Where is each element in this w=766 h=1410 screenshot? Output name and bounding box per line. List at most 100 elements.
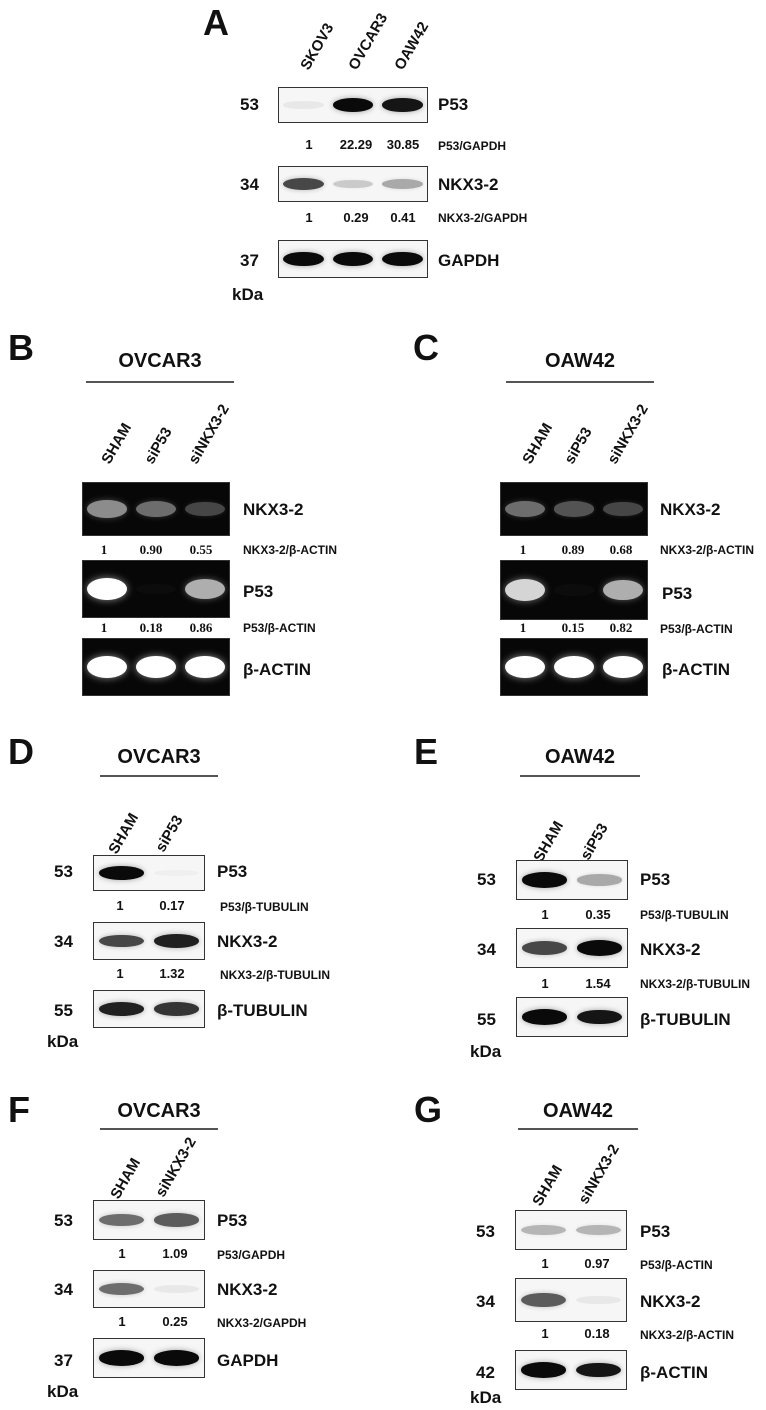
band-lane-2 (153, 934, 200, 948)
quant-value: 0.68 (609, 542, 633, 557)
band-lane-3 (184, 579, 225, 599)
kda-53: 53 (54, 1211, 73, 1230)
band-lane-1 (520, 1292, 567, 1308)
protein-label-beta-actin: β-ACTIN (662, 660, 730, 679)
ratio-label: P53/β-TUBULIN (220, 900, 309, 914)
quant-value: 0.35 (585, 907, 611, 922)
ratio-label: NKX3-2/β-TUBULIN (640, 977, 750, 991)
quant-value: 1 (541, 907, 549, 922)
panel-title-ovcar3: OVCAR3 (118, 350, 202, 372)
band-lane-3 (382, 251, 423, 267)
blot-a-nkx3-2 (278, 166, 428, 202)
title-underline (100, 1128, 218, 1130)
blot-f-nkx3-2 (93, 1270, 205, 1308)
band-lane-2 (576, 874, 623, 886)
band-lane-2 (554, 501, 594, 517)
band-lane-1 (520, 1224, 567, 1236)
band-lane-3 (602, 501, 643, 517)
protein-label-nkx3-2: NKX3-2 (217, 1280, 278, 1299)
kda-37: 37 (240, 251, 259, 270)
quant-value: 0.29 (343, 210, 369, 225)
band-lane-2 (576, 1009, 623, 1025)
panel-letter-f: F (8, 1089, 30, 1130)
kda-53: 53 (476, 1222, 495, 1241)
panel-title-oaw42: OAW42 (542, 1100, 614, 1122)
quant-value: 1 (305, 210, 313, 225)
quant-value: 1 (519, 542, 527, 557)
kda-unit-label: kDa (47, 1382, 79, 1401)
quant-value: 0.86 (189, 620, 213, 635)
band-lane-1 (521, 872, 568, 888)
quant-value: 0.55 (189, 542, 213, 557)
protein-label-p53: P53 (662, 584, 693, 603)
band-lane-1 (521, 1009, 568, 1025)
band-lane-1 (98, 866, 145, 880)
kda-34: 34 (476, 1292, 495, 1311)
lane-label-sham: SHAM (530, 818, 568, 865)
lane-label-skov3: SKOV3 (297, 20, 338, 73)
quant-value: 1 (100, 620, 108, 635)
quant-value: 1.32 (159, 966, 185, 981)
band-lane-1 (505, 500, 546, 518)
kda-34: 34 (240, 175, 259, 194)
protein-label-nkx3-2: NKX3-2 (217, 932, 278, 951)
ratio-label: NKX3-2/GAPDH (217, 1316, 307, 1330)
lane-label-sip53: siP53 (561, 424, 596, 467)
panel-letter-d: D (8, 731, 34, 772)
band-lane-1 (283, 177, 324, 191)
quant-value: 1 (541, 1256, 549, 1271)
kda-unit-label: kDa (47, 1032, 79, 1051)
panel-title-ovcar3: OVCAR3 (117, 746, 201, 768)
kda-unit-label: kDa (470, 1388, 502, 1407)
quant-value: 0.17 (159, 898, 185, 913)
protein-label-gapdh: GAPDH (217, 1351, 279, 1370)
band-lane-1 (505, 655, 546, 679)
band-lane-1 (98, 1282, 145, 1295)
band-lane-3 (382, 98, 423, 112)
title-underline (100, 775, 218, 777)
panel-letter-g: G (414, 1089, 443, 1130)
lane-label-sip53: siP53 (141, 424, 176, 467)
lane-label-sinkx3-2: siNKX3-2 (575, 1141, 623, 1207)
band-lane-2 (332, 179, 374, 189)
ratio-label: NKX3-2/β-ACTIN (243, 543, 337, 557)
kda-unit-label: kDa (470, 1042, 502, 1061)
title-underline (86, 381, 234, 383)
lane-label-sinkx3-2: siNKX3-2 (152, 1134, 200, 1200)
title-underline (506, 381, 654, 383)
blot-d-nkx3-2 (93, 922, 205, 960)
quant-value: 0.15 (561, 620, 585, 635)
protein-label-nkx3-2: NKX3-2 (438, 175, 499, 194)
gel-b-p53 (82, 560, 230, 618)
panel-letter-b: B (8, 327, 34, 368)
kda-55: 55 (54, 1001, 73, 1020)
kda-34: 34 (54, 1280, 73, 1299)
ratio-label: NKX3-2/β-ACTIN (660, 543, 754, 557)
gel-b-beta-actin (82, 638, 230, 696)
quant-value: 22.29 (339, 137, 373, 152)
gel-c-beta-actin (500, 638, 648, 696)
blot-d-beta-tubulin (93, 990, 205, 1028)
band-lane-3 (184, 655, 225, 679)
lane-label-sham: SHAM (519, 420, 557, 467)
band-lane-1 (98, 1002, 145, 1016)
ratio-label: P53/β-ACTIN (640, 1258, 713, 1272)
quant-value: 0.25 (162, 1314, 188, 1329)
gel-c-nkx3-2 (500, 482, 648, 536)
lane-label-ovcar3: OVCAR3 (345, 10, 392, 74)
band-lane-3 (184, 501, 225, 517)
band-lane-1 (87, 500, 128, 518)
quant-value: 1.09 (162, 1246, 188, 1261)
protein-label-beta-tubulin: β-TUBULIN (217, 1001, 308, 1020)
title-underline (520, 775, 640, 777)
quant-value: 1 (116, 898, 124, 913)
gel-c-p53 (500, 560, 648, 620)
blot-e-nkx3-2 (516, 928, 628, 968)
kda-53: 53 (240, 95, 259, 114)
lane-label-sinkx3-2: siNKX3-2 (604, 401, 652, 467)
protein-label-p53: P53 (217, 862, 248, 881)
ratio-label: P53/GAPDH (438, 139, 507, 153)
protein-label-p53: P53 (438, 95, 469, 114)
quant-value: 1.54 (585, 976, 611, 991)
quant-value: 1 (118, 1314, 126, 1329)
